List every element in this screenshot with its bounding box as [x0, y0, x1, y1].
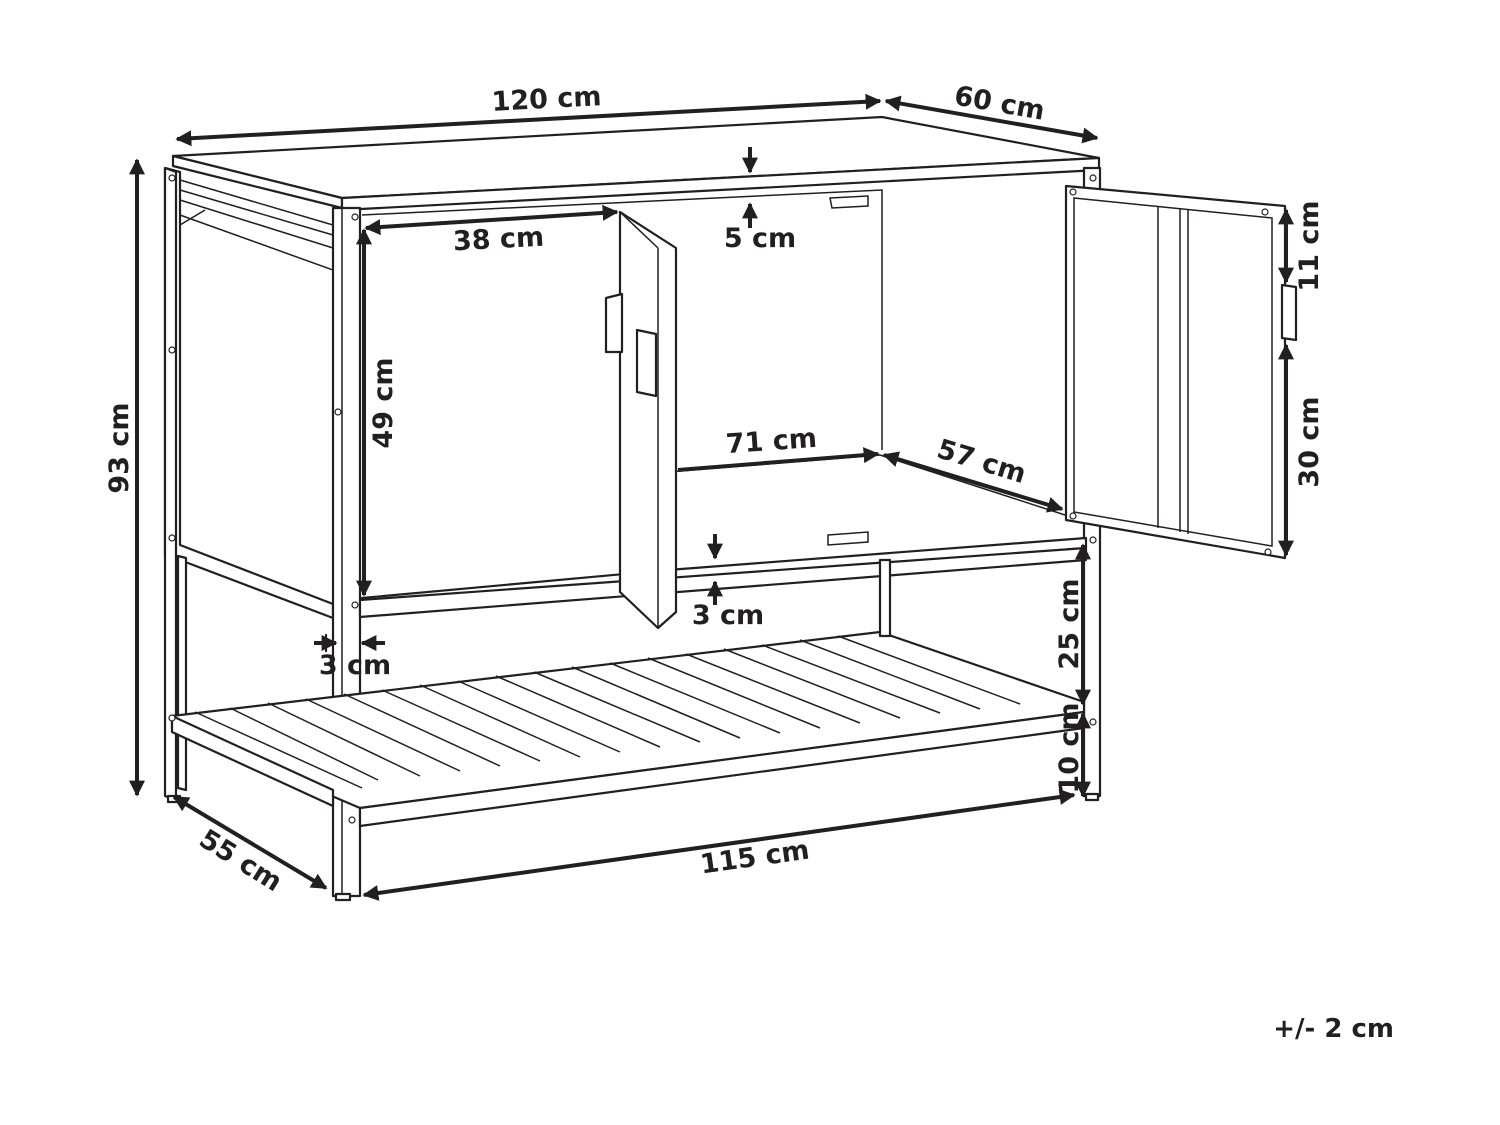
label-door-top-gap: 11 cm	[1294, 200, 1325, 291]
dim-compartment-width	[364, 204, 619, 236]
dim-interior-width	[677, 447, 880, 472]
dim-depth	[884, 95, 1099, 144]
left-door	[618, 210, 678, 630]
floor-bracket	[827, 531, 869, 546]
right-door-slats	[1157, 206, 1189, 534]
left-side-upper-rail	[179, 179, 334, 249]
label-height: 93 cm	[104, 402, 135, 493]
foot-front-right	[1084, 792, 1100, 802]
label-door-handle-height: 30 cm	[1294, 396, 1325, 487]
foot-front-left	[334, 892, 352, 902]
shelf-slats	[194, 635, 1021, 789]
label-leg-thickness: 3 cm	[319, 650, 391, 681]
dim-interior-depth	[882, 451, 1064, 513]
right-door-inner-frame	[1073, 197, 1273, 547]
top-bracket	[829, 195, 869, 209]
label-compartment-height: 49 cm	[368, 357, 399, 448]
screws	[168, 174, 1272, 824]
dim-width	[175, 93, 882, 147]
label-shelf-height: 10 cm	[1054, 702, 1085, 793]
left-door-edge	[619, 211, 659, 628]
label-compartment-width: 38 cm	[452, 222, 545, 258]
label-interior-width: 71 cm	[725, 423, 818, 460]
dimension-lines	[129, 93, 1294, 901]
label-top-thickness: 5 cm	[724, 223, 796, 254]
label-base-width: 115 cm	[698, 835, 811, 881]
right-door-handle	[1280, 283, 1298, 342]
left-rear-leg	[163, 166, 178, 802]
right-door	[1064, 184, 1287, 560]
dim-base-depth	[172, 795, 328, 890]
rear-right-leg	[878, 558, 892, 638]
tolerance-note: +/- 2 cm	[1273, 1014, 1394, 1044]
dim-base-width	[362, 789, 1076, 901]
label-shelf-clearance: 25 cm	[1054, 578, 1085, 669]
label-width: 120 cm	[491, 81, 602, 118]
bottom-shelf-side-rail	[170, 714, 335, 808]
left-side-inner-panel	[179, 214, 334, 604]
left-door-handle-inner	[635, 328, 658, 398]
left-door-handle	[604, 292, 624, 354]
left-side-panel	[163, 166, 335, 620]
left-rear-leg-lower	[176, 554, 188, 792]
label-interior-depth: 57 cm	[933, 434, 1029, 490]
sideboard-drawing	[163, 115, 1298, 902]
label-floor-thickness: 3 cm	[692, 600, 764, 631]
